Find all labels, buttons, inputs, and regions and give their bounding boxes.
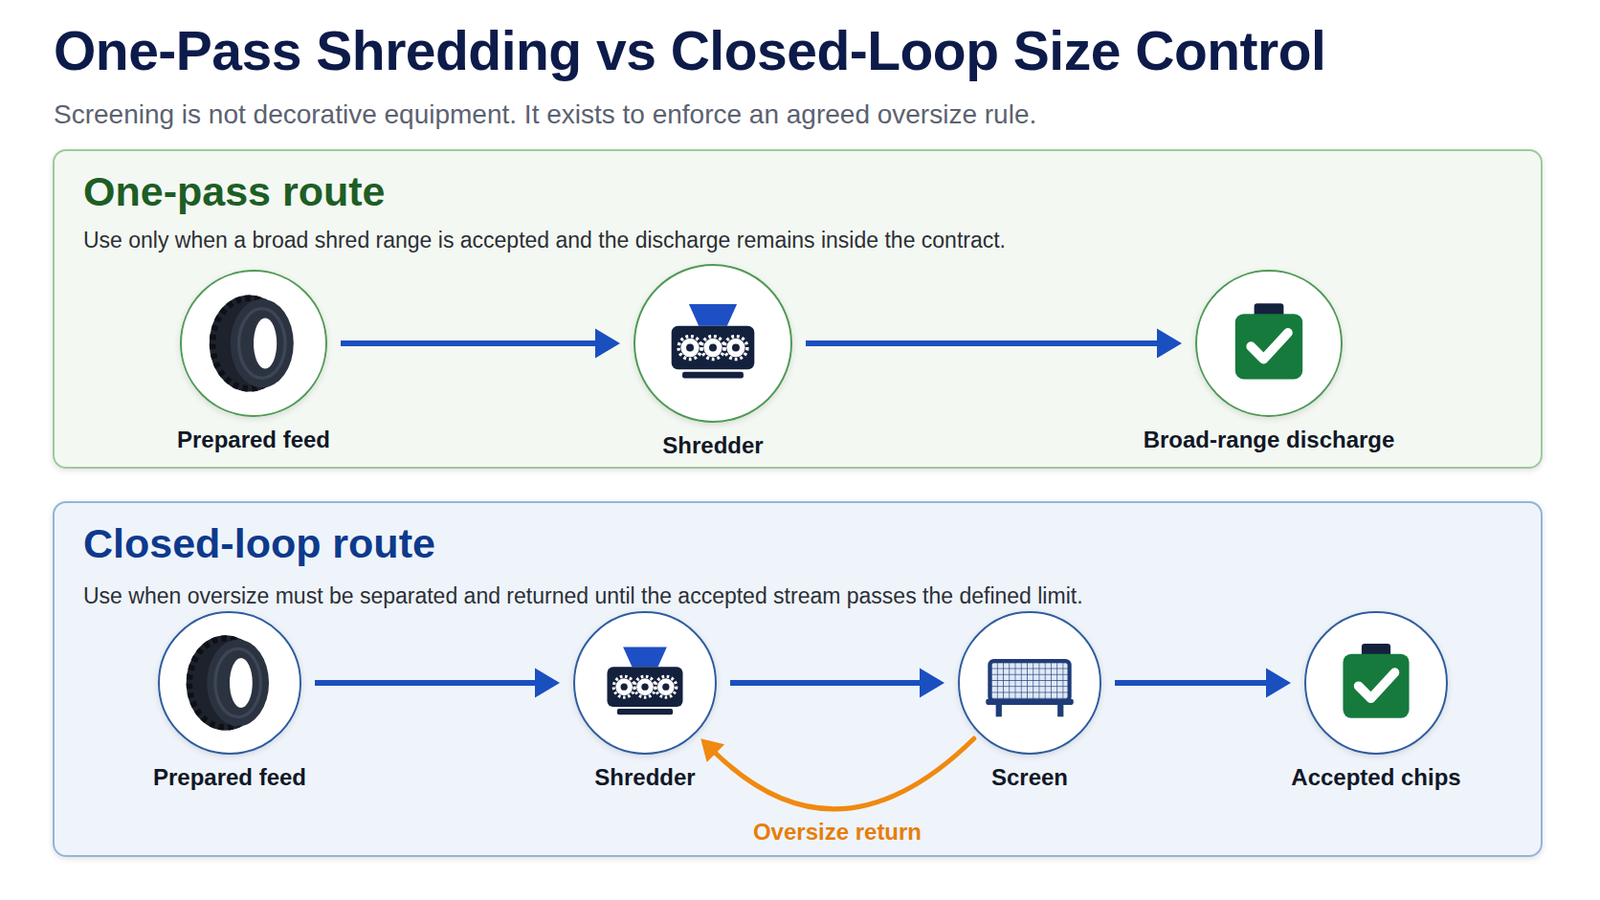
arrow-head [919, 667, 945, 698]
page-caption: Screening is not decorative equipment. I… [53, 99, 1037, 131]
process-circle: Prepared feed [179, 269, 328, 418]
arrow-head [1266, 667, 1291, 698]
arrow-head [534, 667, 560, 698]
return-arrow [713, 738, 974, 810]
flow-arrow [314, 680, 537, 687]
flow-arrow [730, 680, 922, 687]
connector [340, 328, 621, 358]
process-circle: Screen [957, 611, 1102, 756]
panel-heading: One-pass route [83, 168, 385, 216]
node-label: Shredder [662, 432, 763, 460]
process-circle: Broad-range discharge [1195, 269, 1343, 418]
route-panel: One-pass routeUse only when a broad shre… [52, 149, 1543, 469]
flow-arrow [1114, 680, 1268, 687]
process-circle: Accepted chips [1304, 611, 1448, 756]
edge-label: Oversize return [753, 819, 922, 846]
node-label: Prepared feed [177, 426, 331, 454]
arrow-head [1156, 328, 1182, 358]
process-circle: Shredder [633, 264, 793, 423]
panel-description: Use only when a broad shred range is acc… [83, 227, 1512, 254]
page-title: One-Pass Shredding vs Closed-Loop Size C… [53, 19, 1326, 83]
process-circle: Shredder [573, 611, 717, 756]
panel-heading: Closed-loop route [83, 520, 436, 568]
process-circle: Prepared feed [157, 611, 302, 756]
node-label: Broad-range discharge [1143, 426, 1396, 454]
connector [700, 738, 975, 810]
node-label: Accepted chips [1290, 764, 1461, 792]
connector [314, 667, 560, 698]
flow-arrow [340, 340, 598, 347]
node-label: Screen [991, 764, 1068, 792]
arrow-head [595, 328, 621, 358]
connector [1114, 667, 1291, 698]
connector [805, 328, 1182, 358]
connector [730, 667, 945, 698]
route-panel: Closed-loop routeUse when oversize must … [52, 501, 1543, 858]
node-label: Prepared feed [153, 764, 307, 792]
panel-description: Use when oversize must be separated and … [83, 583, 1512, 610]
flow-arrow [805, 340, 1159, 347]
arrow-head [700, 738, 725, 763]
node-label: Shredder [594, 764, 695, 792]
